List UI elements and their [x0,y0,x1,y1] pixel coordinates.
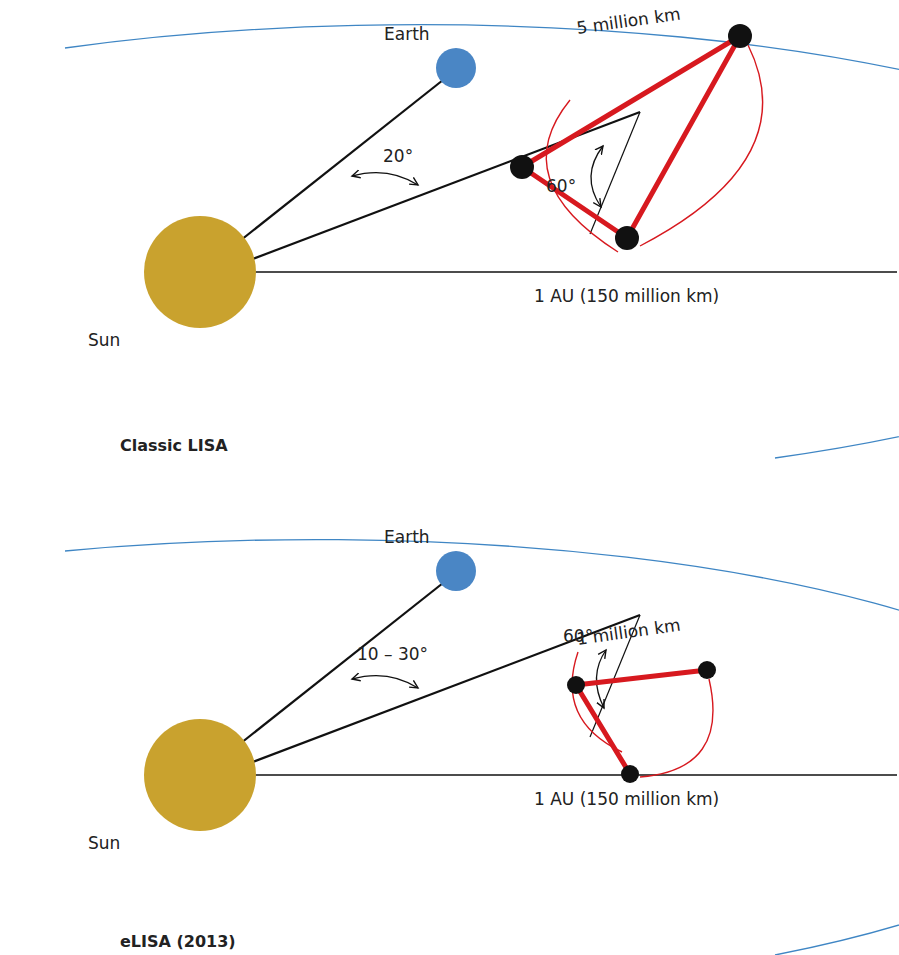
sun-label: Sun [88,330,120,350]
dimension-label: 1 AU (150 million km) [534,286,719,306]
earth [436,551,476,591]
angle-arrow [596,650,606,708]
panel-caption: eLISA (2013) [120,932,236,951]
sun [144,719,256,831]
sun [144,216,256,328]
earth-orbit [65,25,899,458]
sun-constellation-line [250,615,640,763]
planet-label: Earth [384,24,430,44]
angle-arrow [352,173,418,185]
spacecraft [510,155,534,179]
spacecraft [621,765,639,783]
angle-label: 60° [563,626,593,646]
planet-label: Earth [384,527,430,547]
orbit-arc [640,679,713,777]
angle-arrow [352,676,418,688]
orbit-arc [546,100,618,252]
spacecraft [615,226,639,250]
sun-earth-line [236,583,443,747]
angle-label: 10 – 30° [357,644,428,664]
constellation-arm [576,685,630,774]
constellation-triangle [522,36,740,238]
earth-orbit [65,540,899,955]
dimension-label: 5 million km [575,4,681,39]
angle-arrow [591,146,603,207]
au-line [250,774,897,775]
sun-constellation-line [250,112,640,260]
spacecraft [728,24,752,48]
spacecraft [698,661,716,679]
elisa-panel [65,540,899,955]
orbit-arc [640,45,763,246]
earth [436,48,476,88]
classic-lisa-panel [65,24,899,458]
orbit-arc [572,652,622,752]
dimension-label: 1 AU (150 million km) [534,789,719,809]
angle-label: 20° [383,146,413,166]
spacecraft [567,676,585,694]
au-line [250,271,897,272]
sun-earth-line [236,80,443,244]
panel-caption: Classic LISA [120,436,228,455]
constellation-arm [576,670,707,685]
sun-label: Sun [88,833,120,853]
angle-label: 60° [546,176,576,196]
